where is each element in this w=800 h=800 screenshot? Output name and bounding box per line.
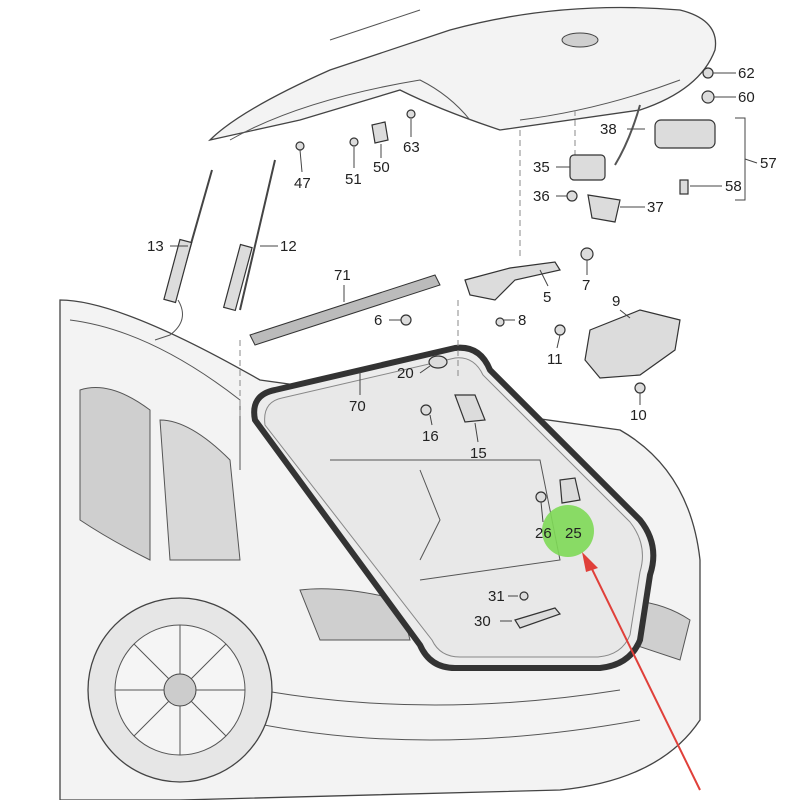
callout-9: 9	[612, 293, 620, 310]
parts	[295, 67, 716, 629]
callout-70: 70	[349, 398, 366, 415]
guide-lines	[239, 110, 576, 420]
callout-57: 57	[760, 155, 777, 172]
callout-50: 50	[373, 159, 390, 176]
trunk-opening	[251, 344, 657, 671]
callout-8: 8	[518, 312, 526, 329]
callout-6: 6	[374, 312, 382, 329]
callout-37: 37	[647, 199, 664, 216]
callout-62: 62	[738, 65, 755, 82]
callout-5: 5	[543, 289, 551, 306]
callout-30: 30	[474, 613, 491, 630]
callout-20: 20	[397, 365, 414, 382]
gas-strut-right	[222, 159, 276, 312]
callout-25: 25	[565, 525, 582, 542]
callout-35: 35	[533, 159, 550, 176]
callout-15: 15	[470, 445, 487, 462]
callout-47: 47	[294, 175, 311, 192]
rear-wheel	[87, 597, 273, 783]
callout-10: 10	[630, 407, 647, 424]
callout-63: 63	[403, 139, 420, 156]
callout-12: 12	[280, 238, 297, 255]
highlight-circle	[542, 505, 594, 557]
callout-60: 60	[738, 89, 755, 106]
callout-11: 11	[547, 351, 563, 368]
pointer-arrow	[582, 552, 701, 791]
callout-58: 58	[725, 178, 742, 195]
leader-lines	[170, 72, 758, 622]
callout-38: 38	[600, 121, 617, 138]
trunk-lid	[207, 6, 717, 142]
callout-51: 51	[345, 171, 362, 188]
callout-36: 36	[533, 188, 550, 205]
callout-71: 71	[334, 267, 351, 284]
callout-7: 7	[582, 277, 590, 294]
callout-26: 26	[535, 525, 552, 542]
callout-labels: 62 60 38 57 35 36 37 58 47 51 50 63 13 1…	[147, 65, 777, 630]
seal-strip	[249, 274, 441, 346]
callout-16: 16	[422, 428, 439, 445]
callout-13: 13	[147, 238, 164, 255]
callout-31: 31	[488, 588, 505, 605]
gas-strut-left	[154, 169, 213, 341]
